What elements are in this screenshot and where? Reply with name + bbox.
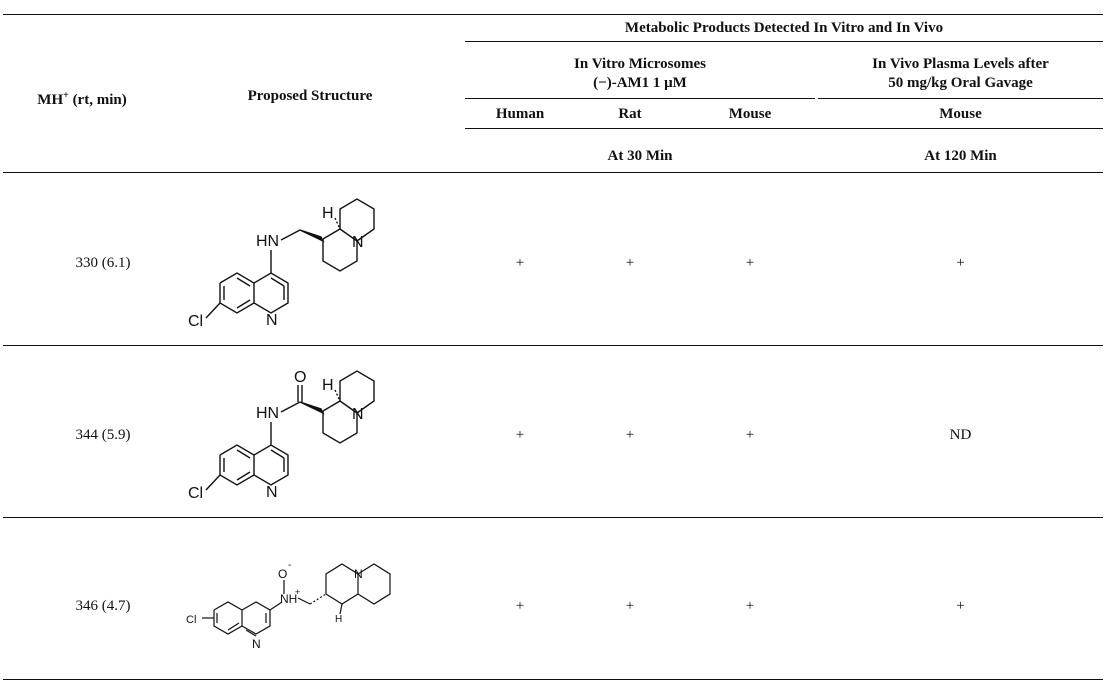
struct3-cl-label: Cl — [186, 614, 196, 626]
struct3-n-bridge-label: N — [354, 567, 363, 581]
col-header-mh: MH+ (rt, min) — [3, 86, 161, 110]
top-rule — [3, 14, 1103, 15]
header-bottom-rule — [3, 172, 1103, 173]
col-header-mh-rest: (rt, min) — [68, 92, 127, 108]
struct1-n-bridge-label: N — [352, 234, 364, 251]
struct2-h-label: H — [322, 377, 334, 394]
struct2-n-bridge-label: N — [352, 406, 364, 423]
invivo-header-line1: In Vivo Plasma Levels after — [872, 56, 1049, 72]
invivo-header-line2: 50 mg/kg Oral Gavage — [888, 75, 1033, 91]
row3-human: + — [515, 598, 525, 614]
col-header-mh-sup: + — [63, 90, 69, 101]
col-header-structure: Proposed Structure — [247, 88, 373, 104]
group-rule — [465, 41, 1103, 42]
row1-mh: 330 (6.1) — [75, 255, 131, 271]
row-rule-1 — [3, 345, 1103, 346]
structure-2: Cl N HN O H N — [188, 369, 375, 502]
struct3-o-label: O — [278, 567, 287, 581]
row3-rat: + — [625, 598, 635, 614]
struct2-cl-label: Cl — [188, 485, 203, 502]
struct2-o-label: O — [294, 369, 306, 386]
row2-mh: 344 (5.9) — [75, 427, 131, 443]
row3-mh: 346 (4.7) — [75, 598, 131, 614]
struct2-hn-label: HN — [256, 405, 279, 422]
row1-invivo: + — [956, 255, 965, 271]
struct1-cl-label: Cl — [188, 313, 203, 330]
row2-human: + — [515, 427, 525, 443]
row-rule-2 — [3, 517, 1103, 518]
row1-rat: + — [625, 255, 635, 271]
struct3-n-ring-label: N — [252, 637, 261, 651]
species-human: Human — [495, 106, 545, 122]
bottom-rule — [3, 679, 1103, 680]
time-invitro: At 30 Min — [607, 148, 673, 164]
subgroup-rule-invitro — [465, 98, 815, 99]
row2-rat: + — [625, 427, 635, 443]
group-header: Metabolic Products Detected In Vitro and… — [624, 20, 944, 36]
struct1-n-ring-label: N — [266, 312, 278, 329]
row3-invivo: + — [956, 598, 965, 614]
time-invivo: At 120 Min — [924, 148, 997, 164]
row2-invivo: ND — [949, 427, 972, 443]
row3-mouse: + — [745, 598, 755, 614]
species-mouse-invivo: Mouse — [939, 106, 982, 122]
structure-3: Cl N NH + O - N H — [186, 560, 391, 651]
invitro-header-line2: (−)-AM1 1 μM — [593, 75, 687, 91]
struct3-nh-label: NH — [280, 592, 297, 606]
species-mouse: Mouse — [728, 106, 772, 122]
struct1-hn-label: HN — [256, 233, 279, 250]
struct3-plus-label: + — [295, 587, 300, 597]
struct2-n-ring-label: N — [266, 484, 278, 501]
species-rule — [465, 128, 1103, 129]
invitro-header-line1: In Vitro Microsomes — [574, 56, 706, 72]
row1-human: + — [515, 255, 525, 271]
row2-mouse: + — [745, 427, 755, 443]
subgroup-rule-invivo — [818, 98, 1103, 99]
col-header-mh-base: MH — [37, 92, 64, 108]
struct1-h-label: H — [322, 205, 334, 222]
row1-mouse: + — [745, 255, 755, 271]
struct3-minus-label: - — [288, 560, 291, 571]
struct3-h-label: H — [335, 614, 342, 625]
structure-1: Cl N HN H N — [188, 198, 375, 330]
species-rat: Rat — [618, 106, 642, 122]
